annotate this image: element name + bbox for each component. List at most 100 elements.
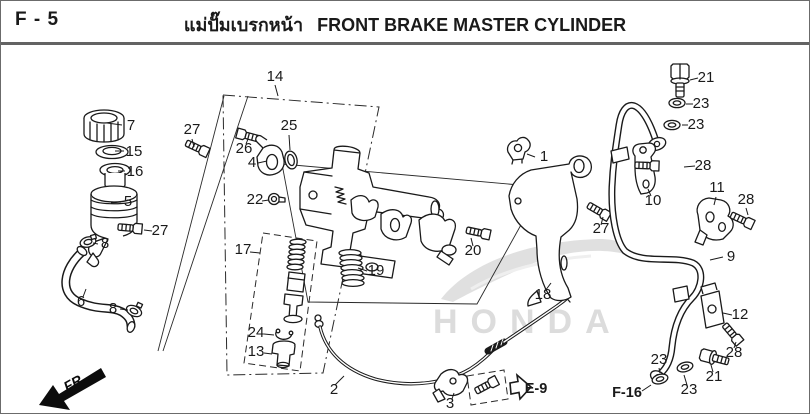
leader-line [745,207,749,216]
leader-line [647,188,652,197]
cable-part [314,294,571,386]
washer-23c-part [675,359,695,375]
reservoir-cap-part [83,109,125,143]
callout-24: 24 [248,324,265,341]
circlip-24-part [275,328,294,340]
callout-9: 9 [727,248,735,265]
reference-label-F-16: F-16 [612,385,642,401]
callout-5: 5 [124,193,132,210]
callout-11: 11 [709,179,725,196]
e9-block-arrow [509,372,533,401]
callout-7: 7 [127,117,135,134]
callout-18: 18 [535,286,552,303]
callout-20: 20 [465,242,482,259]
bolt-28c-part [720,320,745,347]
bracket-18-part [508,155,593,307]
honda-wing-logo [441,239,627,302]
leader-line [119,308,129,311]
callout-23: 23 [681,381,698,398]
assembly-group-boxes [157,94,543,376]
leader-line [357,267,368,272]
callout-2: 2 [330,381,338,398]
leader-line [544,282,552,292]
callout-15: 15 [126,143,143,160]
callout-28: 28 [695,157,712,174]
leader-line [261,199,270,202]
leader-line [263,333,275,336]
cable-guide-3-part [432,368,469,403]
callout-4: 4 [248,154,256,171]
reference-bolt-box [466,369,509,406]
callout-12: 12 [732,306,749,323]
leader-line [110,201,122,204]
leader-line [689,77,699,81]
callout-19: 19 [368,262,385,279]
banjo-bolt-21b-part [698,348,730,366]
callout-21: 21 [698,69,715,86]
title-thai: แม่ปั๊มเบรกหน้า [183,15,304,35]
reservoir-diaphragm-part [99,162,131,189]
projection-line-1 [157,95,225,352]
leader-line [82,288,87,298]
leader-line [92,242,99,245]
leader-line [683,374,688,386]
boot-13-part [271,340,296,369]
callout-27: 27 [593,220,610,237]
washer-23a-part [668,97,686,109]
washer-23b-part [663,119,681,131]
callout-10: 10 [645,192,662,209]
reservoir-body-part [86,185,138,268]
callout-1: 1 [540,148,548,165]
oil-joint-elbow-part [255,134,285,176]
screw-22-part [267,192,286,206]
banjo-bolt-21a-part [670,63,690,98]
callout-23: 23 [688,116,705,133]
callout-13: 13 [248,343,265,360]
spring-19-part [338,248,365,288]
reservoir-hose-part [61,245,136,333]
bolt-20-part [464,224,492,241]
leader-line [710,364,714,373]
leader-line [722,312,733,316]
reservoir-plate-part [95,144,129,160]
leader-line [600,216,604,226]
bolt-27c-part [585,200,613,222]
group-box-14 [222,94,380,376]
callout-23: 23 [693,95,710,112]
clamp-1-part [506,136,531,165]
piston-kit-parts [283,238,307,324]
leader-line [334,375,345,386]
leader-line [733,341,737,349]
honda-watermark: HONDA [433,239,627,341]
leader-line [658,367,661,374]
leader-line [470,237,474,247]
callout-28: 28 [726,344,743,361]
hose-clamp-11-part [694,197,734,246]
section-code: F - 5 [15,9,60,30]
projection-line-2 [162,95,249,352]
leader-line [106,122,123,126]
hose-clamp-8a-part [79,233,98,248]
group-box-17 [243,232,318,372]
callout-25: 25 [281,117,298,134]
diagram-area: HONDA [1,45,809,413]
leader-line [709,256,724,261]
callout-22: 22 [247,191,264,208]
callout-17: 17 [235,241,252,258]
leader-line [245,138,249,145]
callout-layer: 7151652726425142217192413202311827886272… [77,68,755,412]
callout-23: 23 [651,351,668,368]
hose-clamp-12-part [700,282,725,329]
leader-line [526,153,536,158]
callout-14: 14 [267,68,284,85]
callout-26: 26 [236,140,253,157]
lever-pivot-pieces [350,195,457,266]
leader-line [191,138,195,148]
leader-line [713,196,717,206]
leader-line [683,165,696,168]
hose-clamp-8b-part [125,301,144,318]
callout-3: 3 [446,395,454,412]
leader-line [288,134,291,151]
callout-8: 8 [101,235,109,252]
